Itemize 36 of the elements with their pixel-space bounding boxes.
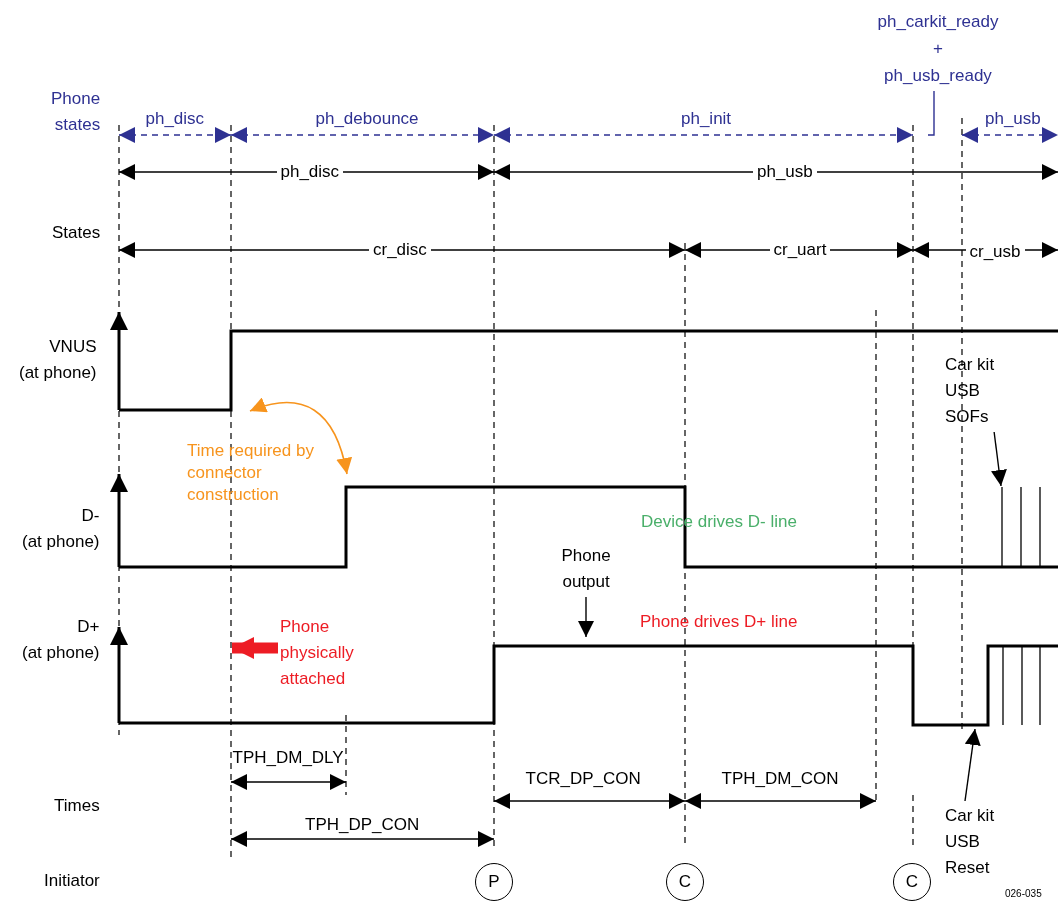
arrow xyxy=(991,431,1007,487)
timing-label: TPH_DM_DLY xyxy=(232,748,344,768)
row-label: Initiator xyxy=(44,871,100,891)
state-label: ph_usb xyxy=(753,162,817,182)
timing-label: TPH_DP_CON xyxy=(305,815,420,835)
signal-label: VNUS (at phone) xyxy=(19,336,97,384)
state-label: ph_usb xyxy=(985,109,1041,129)
signal-label: D- (at phone) xyxy=(22,505,100,553)
figure-number: 026-035 xyxy=(1005,888,1042,900)
arrow xyxy=(964,728,981,802)
state-label: ph_disc xyxy=(276,162,344,182)
callout-text: Car kit USB SOFs xyxy=(945,352,995,430)
signal-label: D+ (at phone) xyxy=(22,616,100,664)
annotation: Time required by connector construction xyxy=(187,440,314,506)
row-label: Phone states xyxy=(51,88,101,136)
state-label: ph_disc xyxy=(145,109,205,129)
state-condition-label: ph_carkit_ready + ph_usb_ready xyxy=(877,8,999,89)
state-label: ph_debounce xyxy=(315,109,419,129)
initiator-circle: C xyxy=(893,863,931,901)
callout-text: Car kit USB Reset xyxy=(945,803,995,881)
callout-text: Phone output xyxy=(561,543,611,595)
arrow xyxy=(232,637,278,659)
state-label: cr_disc xyxy=(369,240,431,260)
timing-label: TPH_DM_CON xyxy=(721,769,839,789)
initiator-circle: C xyxy=(666,863,704,901)
timing-label: TCR_DP_CON xyxy=(525,769,641,789)
callout-text: Phone physically attached xyxy=(280,614,354,692)
state-label: ph_init xyxy=(681,109,732,129)
annotation: Phone drives D+ line xyxy=(640,612,798,632)
state-label: cr_usb xyxy=(965,242,1025,262)
initiator-circle: P xyxy=(475,863,513,901)
arrow xyxy=(578,596,594,638)
row-label: States xyxy=(52,223,101,243)
pulse-train xyxy=(1001,486,1041,568)
leader-line xyxy=(927,90,935,136)
row-label: Times xyxy=(54,796,100,816)
